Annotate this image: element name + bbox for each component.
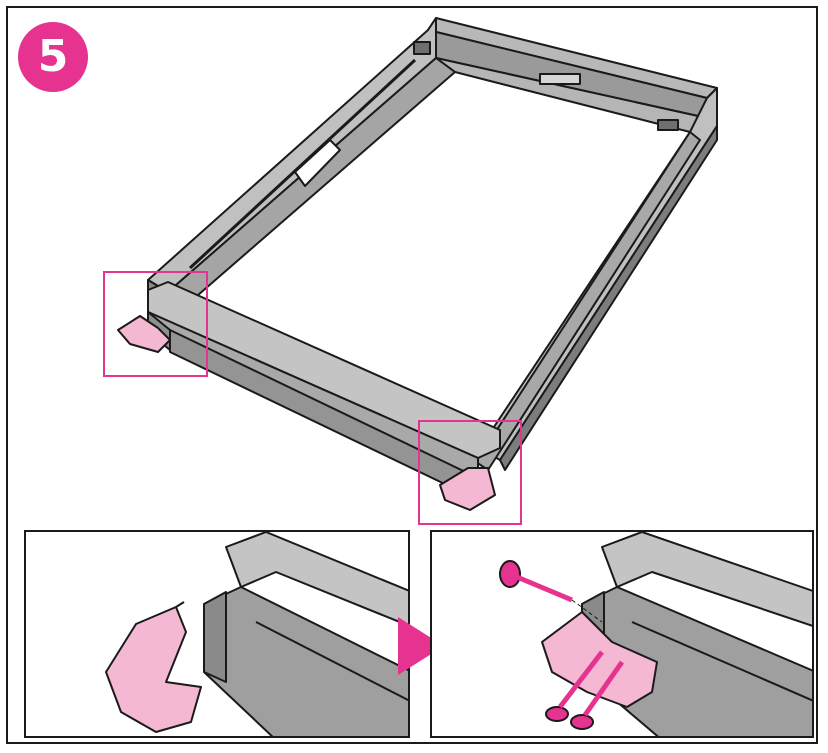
front-rail-top — [147, 281, 501, 459]
hinge-fitting — [294, 139, 341, 187]
right-corner-bracket — [439, 467, 496, 511]
right-rail-face — [475, 131, 701, 471]
left-corner-bracket — [117, 315, 171, 353]
detail-after-illustration — [499, 532, 812, 736]
detail-panel-after — [430, 530, 814, 738]
detail-bracket — [105, 606, 202, 733]
screw-icon — [545, 650, 604, 722]
screw-icon — [570, 660, 625, 730]
back-clip — [539, 73, 581, 85]
left-bracket-highlight-box — [103, 271, 208, 377]
right-bracket-highlight-box — [418, 420, 522, 525]
left-rail-top — [147, 17, 437, 293]
step-number-badge: 5 — [18, 22, 88, 92]
screw-icon — [499, 560, 573, 603]
detail2-bracket — [541, 611, 658, 708]
detail-rail-end — [203, 591, 227, 683]
back-left-post — [413, 41, 431, 55]
detail-panel-before — [24, 530, 410, 738]
back-right-post — [657, 119, 679, 131]
detail-before-illustration — [105, 532, 408, 736]
right-rail-side — [499, 125, 718, 471]
